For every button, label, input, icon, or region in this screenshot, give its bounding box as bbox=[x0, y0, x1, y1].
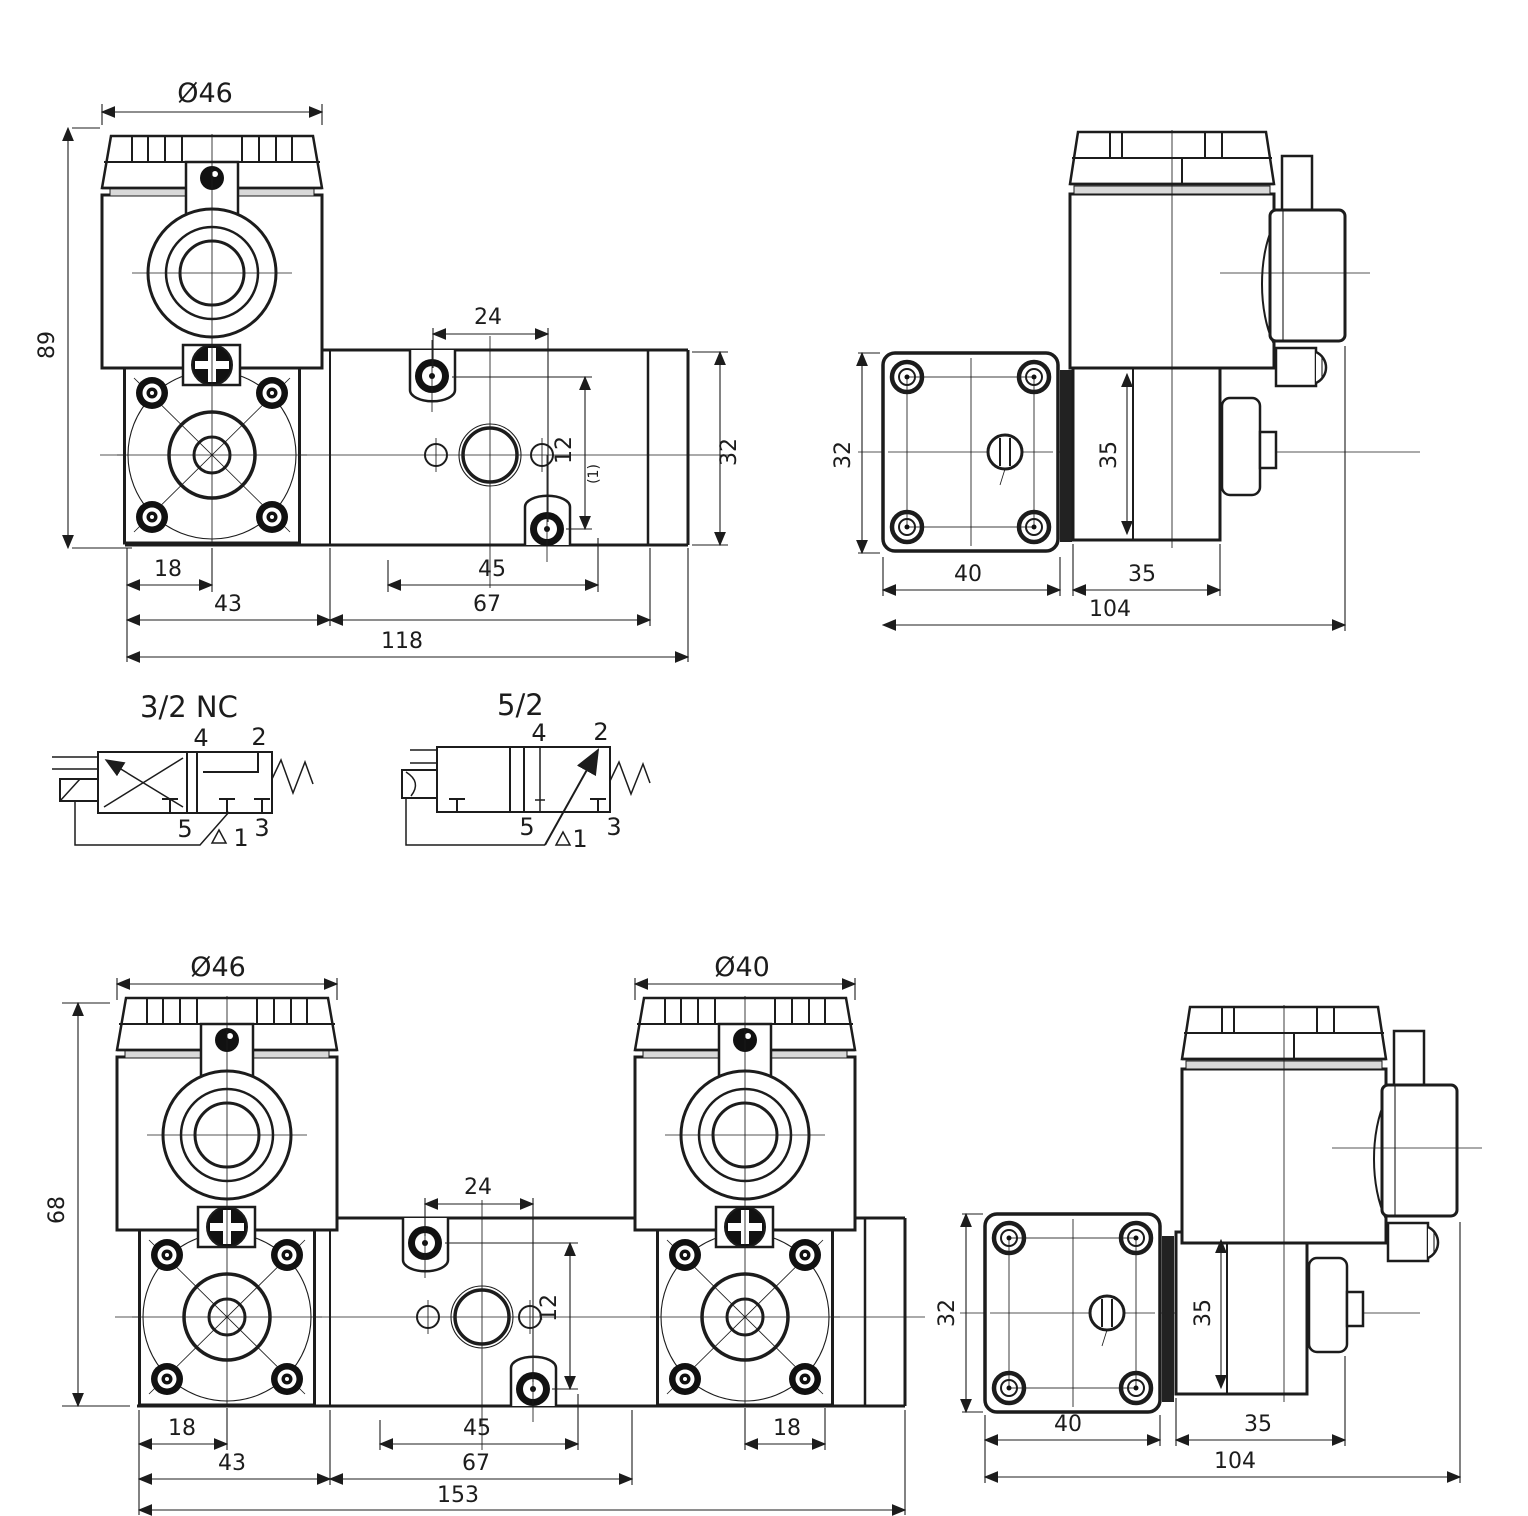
dim-vbody-35: 35 bbox=[1097, 441, 1122, 469]
dim-vbody-35: 35 bbox=[1191, 1299, 1216, 1327]
closed-port-marks bbox=[449, 798, 606, 812]
dim-18b: 18 bbox=[773, 1416, 801, 1441]
port-3: 3 bbox=[254, 814, 269, 842]
port-4: 4 bbox=[531, 719, 546, 747]
dim-body-35: 35 bbox=[1128, 562, 1156, 587]
port-5: 5 bbox=[519, 813, 534, 841]
dim-67: 67 bbox=[473, 592, 501, 617]
symbol-3-2-nc: 3/2 NC 4 2 5 1 3 bbox=[52, 690, 314, 852]
port-5: 5 bbox=[177, 815, 192, 843]
dim-plate-40: 40 bbox=[954, 562, 982, 587]
view-front-bottom: Ø46 Ø40 68 24 12 18 45 18 43 bbox=[45, 952, 925, 1516]
dim-left-32: 32 bbox=[831, 441, 856, 469]
dim-153: 153 bbox=[437, 1483, 479, 1508]
dim-offset-note: (1) bbox=[586, 464, 602, 484]
dim-43: 43 bbox=[218, 1451, 246, 1476]
dim-offset-12: 12 bbox=[552, 436, 577, 464]
dim-67: 67 bbox=[462, 1451, 490, 1476]
solenoid-valve-front-left bbox=[115, 994, 339, 1409]
solenoid-valve-front-right bbox=[633, 994, 857, 1409]
dimensions-front-bottom: Ø46 Ø40 68 24 12 18 45 18 43 bbox=[45, 952, 907, 1516]
spring-return-icon bbox=[609, 760, 651, 797]
dim-plate-40: 40 bbox=[1054, 1412, 1082, 1437]
solenoid-actuator-icon bbox=[401, 749, 438, 799]
dim-span-24: 24 bbox=[464, 1175, 492, 1200]
pilot-line bbox=[405, 798, 545, 846]
view-side-top: 40 35 104 32 35 bbox=[831, 128, 1420, 631]
spring-return-icon bbox=[271, 758, 314, 796]
dim-dia1: Ø46 bbox=[190, 952, 246, 983]
dim-height-89: 89 bbox=[35, 331, 60, 359]
symbol-3-2-title: 3/2 NC bbox=[140, 690, 238, 724]
port-2: 2 bbox=[593, 718, 608, 746]
dim-total-104: 104 bbox=[1214, 1449, 1256, 1474]
port-3: 3 bbox=[606, 813, 621, 841]
port-1: 1 bbox=[572, 825, 587, 853]
port-2: 2 bbox=[251, 723, 266, 751]
solenoid-actuator-icon bbox=[52, 756, 99, 802]
dimensions-side-top: 40 35 104 32 35 bbox=[831, 346, 1347, 631]
solenoid-valve-front bbox=[100, 132, 324, 547]
dim-118: 118 bbox=[381, 629, 423, 654]
port-1: 1 bbox=[233, 824, 248, 852]
dim-left-32: 32 bbox=[935, 1299, 960, 1327]
dim-45: 45 bbox=[463, 1416, 491, 1441]
dim-43: 43 bbox=[214, 592, 242, 617]
dim-side-32: 32 bbox=[717, 438, 742, 466]
dim-total-104: 104 bbox=[1089, 597, 1131, 622]
mounting-plate-plan bbox=[985, 1214, 1160, 1412]
port-4: 4 bbox=[193, 724, 208, 752]
view-side-bottom: 40 35 104 32 35 bbox=[935, 1003, 1484, 1483]
symbol-5-2: 5/2 4 2 5 1 3 bbox=[401, 688, 651, 853]
dim-dia2: Ø40 bbox=[714, 952, 770, 983]
dim-height-68: 68 bbox=[45, 1196, 70, 1224]
pilot-triangle-icon bbox=[210, 828, 228, 844]
dim-18a: 18 bbox=[168, 1416, 196, 1441]
dimensions-front-top: Ø46 89 24 12 (1) 32 18 45 43 bbox=[35, 78, 742, 663]
closed-port-marks bbox=[162, 798, 270, 813]
dimensions-side-bottom: 40 35 104 32 35 bbox=[935, 1212, 1462, 1483]
dim-45: 45 bbox=[478, 557, 506, 582]
symbol-5-2-title: 5/2 bbox=[497, 688, 544, 722]
dim-dia-top: Ø46 bbox=[177, 78, 233, 109]
pilot-line bbox=[74, 801, 230, 846]
solenoid-coil-side bbox=[1180, 1003, 1484, 1263]
view-front-top: Ø46 89 24 12 (1) 32 18 45 43 bbox=[35, 78, 742, 663]
solenoid-coil-side bbox=[1068, 128, 1372, 388]
dim-offset-12: 12 bbox=[537, 1294, 562, 1322]
dim-body-35: 35 bbox=[1244, 1412, 1272, 1437]
dim-span-24: 24 bbox=[474, 305, 502, 330]
pilot-triangle-icon bbox=[554, 830, 572, 846]
dim-18: 18 bbox=[154, 557, 182, 582]
mounting-plate-plan bbox=[883, 353, 1058, 551]
